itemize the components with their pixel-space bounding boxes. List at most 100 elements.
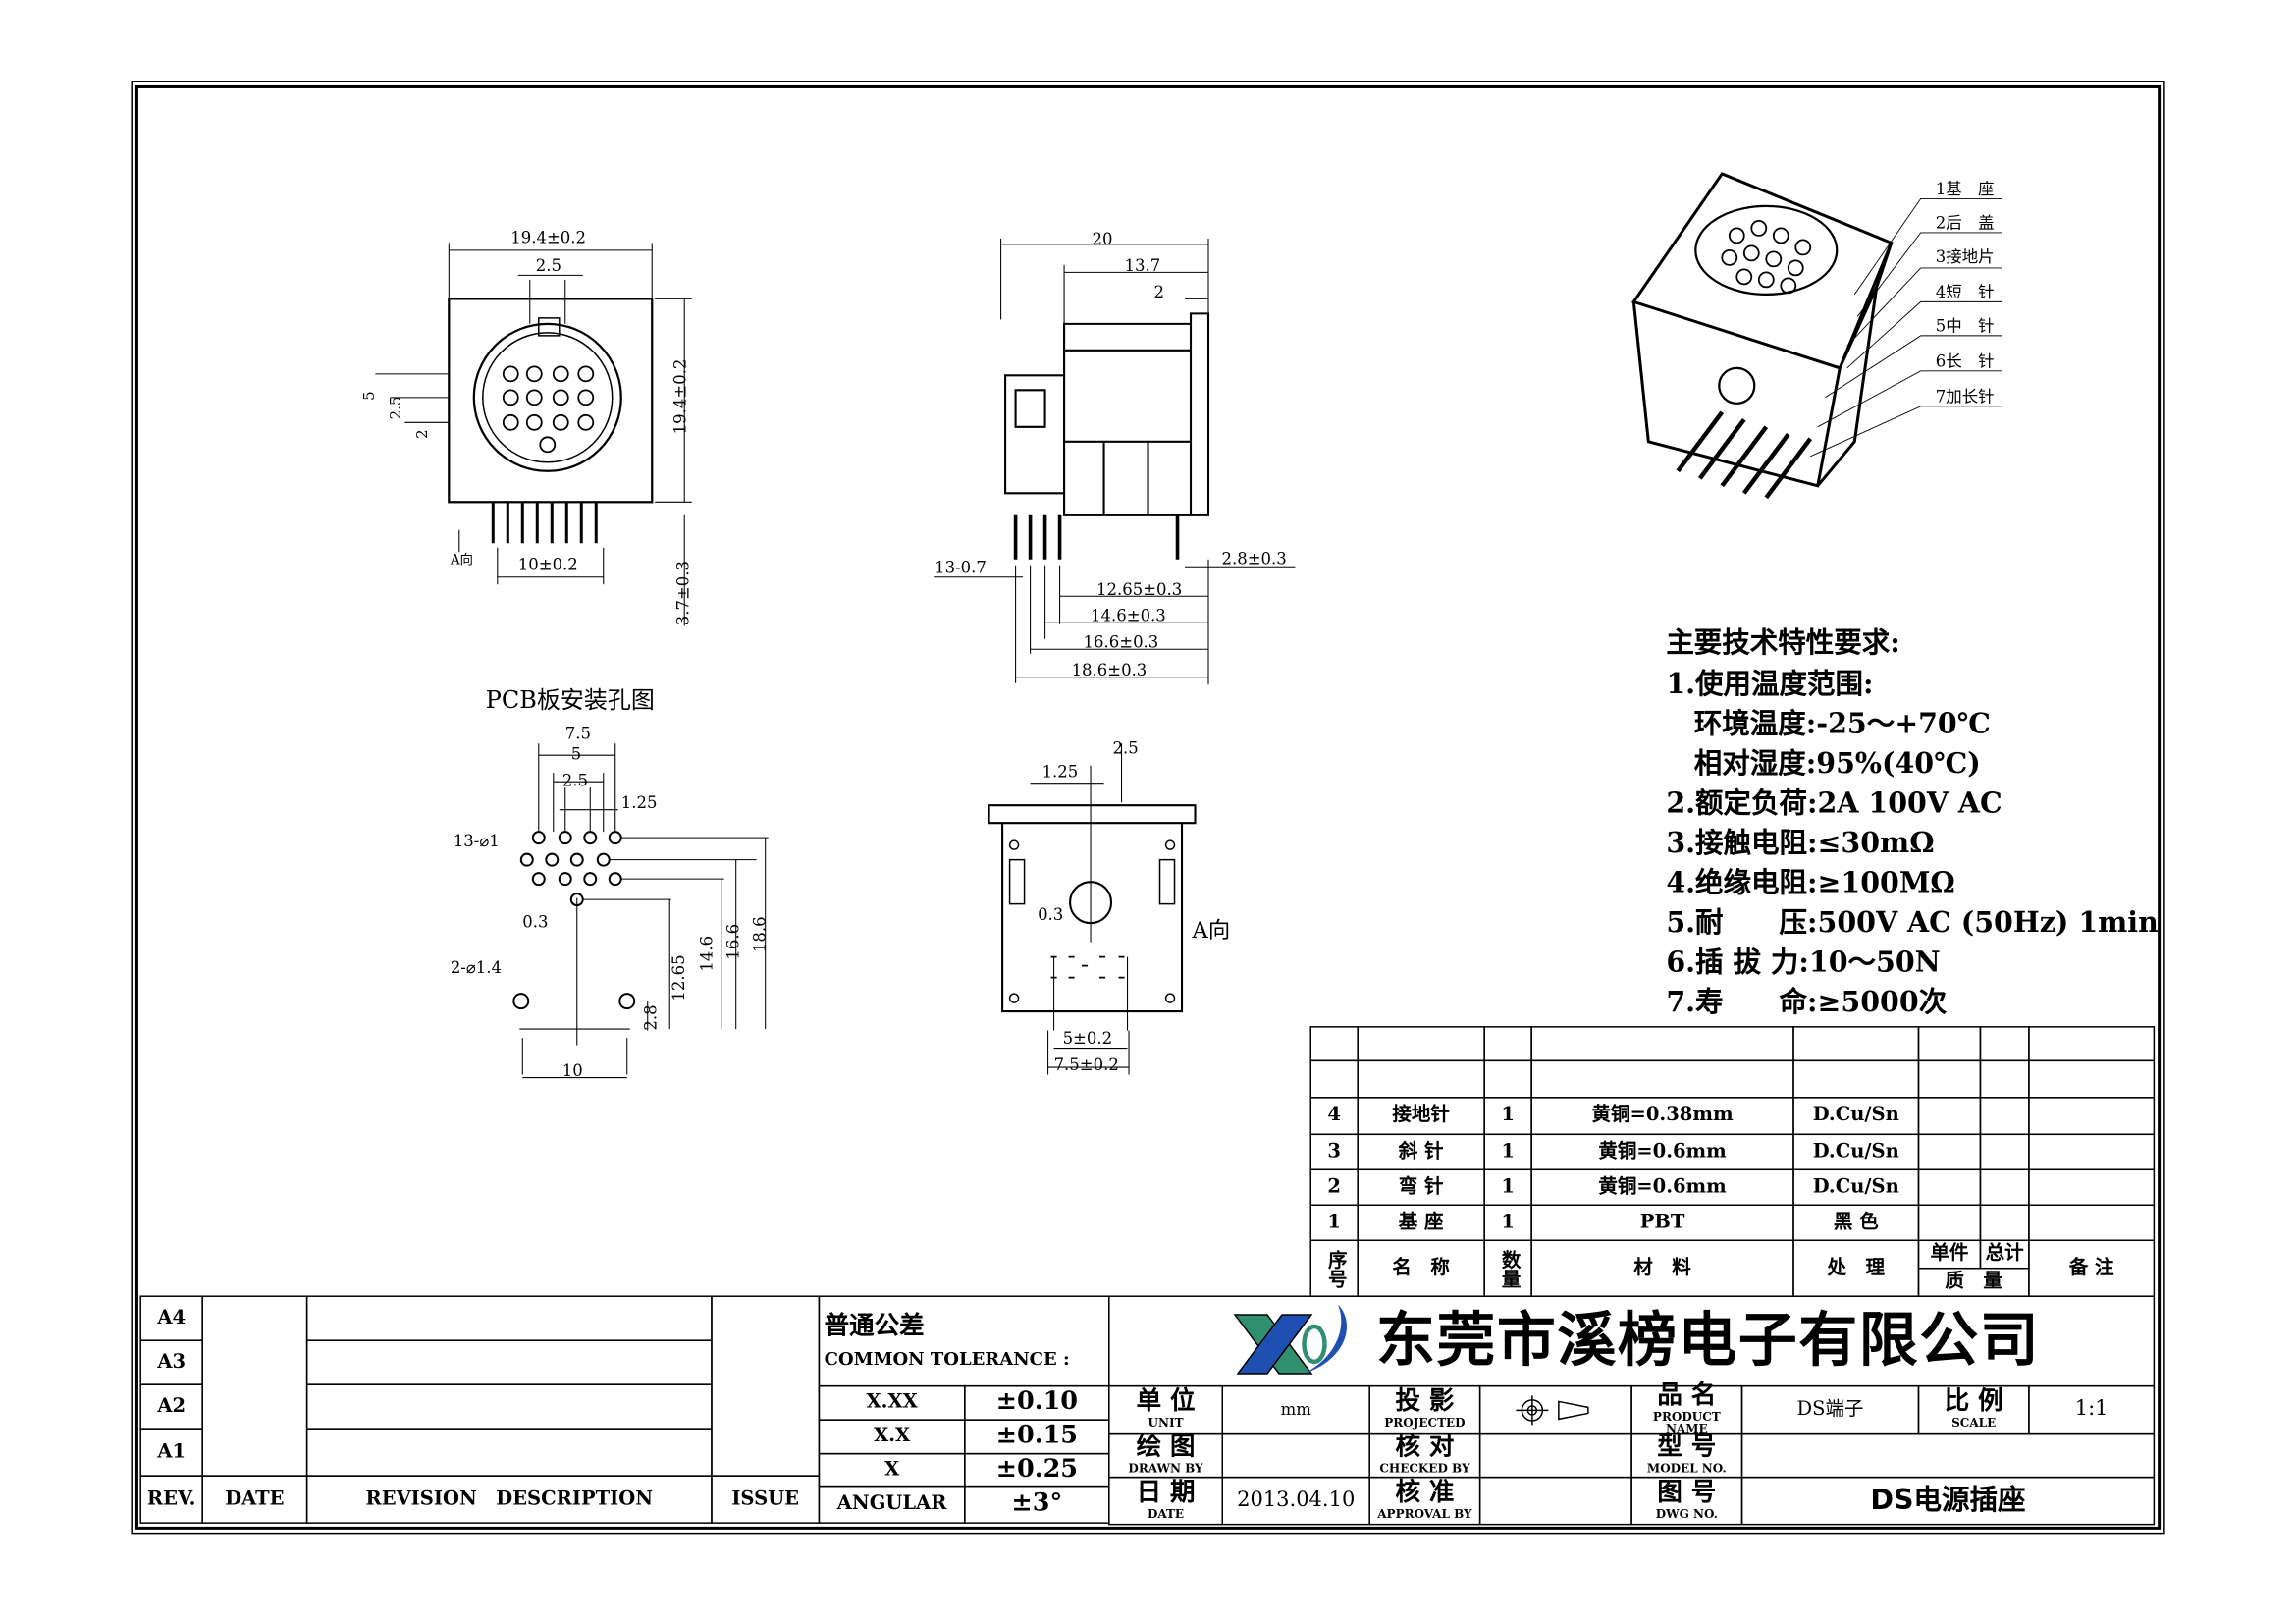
dim: 10 (562, 1061, 583, 1080)
pcb-title: PCB板安装孔图 (486, 686, 655, 714)
pcb-layout: PCB板安装孔图 7.5 5 2.5 1.25 13-⌀1 0.3 2-⌀1.4… (451, 686, 770, 1080)
rev-header: ISSUE (711, 1475, 821, 1524)
bom-empty-cell (2028, 1059, 2156, 1099)
dim-height: 19.4±0.2 (671, 359, 690, 435)
bom-cell: D.Cu/Sn (1792, 1097, 1920, 1136)
callout: 6长 针 (1936, 352, 1995, 370)
model-no-label-en: MODEL NO. (1646, 1460, 1727, 1476)
bom-cell (1979, 1097, 2030, 1136)
bom-cell: 1 (1483, 1204, 1532, 1241)
callout: 2后 盖 (1936, 213, 1995, 232)
tolerance-title: 普通公差 (824, 1311, 925, 1341)
bom-empty-cell (1357, 1026, 1485, 1062)
approval-label-en: APPROVAL BY (1377, 1506, 1472, 1522)
unit-value: mm (1221, 1384, 1370, 1435)
bom-empty-cell (1483, 1059, 1532, 1099)
company-banner: 东莞市溪榜电子有限公司 (1108, 1295, 2156, 1387)
checked-by-label-en: CHECKED BY (1379, 1460, 1470, 1476)
projection-label-cn: 投 影 (1395, 1386, 1455, 1417)
rev-header: REV. (139, 1475, 203, 1524)
dim: 5 (571, 745, 582, 764)
dim: 0.3 (522, 913, 548, 932)
dim-left: 5 (360, 391, 378, 401)
projection-symbol (1478, 1384, 1632, 1435)
spec-line: 环境温度:-25～+70℃ (1666, 708, 1991, 741)
dwg-no-value: DS电源插座 (1740, 1476, 2156, 1526)
bom-cell (1917, 1168, 1982, 1207)
dim: 2 (1154, 283, 1165, 301)
dwg-no-label-en: DWG NO. (1655, 1506, 1718, 1522)
bom-empty-cell (1917, 1026, 1982, 1062)
bom-header: 材 料 (1530, 1239, 1794, 1297)
dwg-no-label-cn: 图 号 (1657, 1478, 1717, 1508)
bom-cell (1979, 1204, 2030, 1241)
iso-callouts: 1基 座 2后 盖 3接地片 4短 针 5中 针 6长 针 7加长针 (1936, 180, 1995, 406)
unit-label-en: UNIT (1148, 1415, 1184, 1431)
approval-label-cn: 核 准 (1395, 1478, 1455, 1508)
dim: 13-0.7 (934, 558, 987, 576)
spec-title: 主要技术特性要求: (1666, 626, 1900, 660)
bom-empty-cell (1917, 1059, 1982, 1099)
drawn-by-value (1221, 1432, 1370, 1479)
dim: 2.8 (642, 1004, 661, 1030)
spec-line: 5.耐 压:500V AC (50Hz) 1min (1666, 906, 2159, 940)
bom-cell: 1 (1483, 1097, 1532, 1136)
a-view: 2.5 1.25 0.3 A向 5±0.2 7.5±0.2 (988, 739, 1230, 1075)
product-name-label-cn: 品 名 (1657, 1380, 1717, 1411)
bom-empty-cell (1357, 1059, 1485, 1099)
callout: 3接地片 (1936, 247, 1995, 266)
scale-label-cn: 比 例 (1944, 1386, 2003, 1417)
scale-label-en: SCALE (1951, 1415, 1997, 1431)
bom-empty-cell (1530, 1059, 1794, 1099)
spec-line: 6.插 拔 力:10～50N (1666, 947, 1941, 980)
dim-pin-span: 10±0.2 (518, 555, 578, 573)
dim: 13-⌀1 (454, 832, 500, 850)
tol-key: ANGULAR (818, 1485, 966, 1524)
rev-header: REVISION DESCRIPTION (305, 1475, 713, 1524)
bom-cell (1917, 1097, 1982, 1136)
checked-by-value (1478, 1432, 1632, 1479)
dim: 2.8±0.3 (1222, 549, 1287, 568)
bom-empty-cell (1792, 1026, 1920, 1062)
spec-line: 7.寿 命:≥5000次 (1666, 986, 1948, 1019)
bom-cell: 接地针 (1357, 1097, 1485, 1136)
bom-header: 质 量 (1917, 1267, 2030, 1297)
bom-cell: 基 座 (1357, 1204, 1485, 1241)
dim: 14.6±0.3 (1091, 607, 1166, 625)
dim: 20 (1093, 230, 1113, 248)
tol-value: ±0.15 (964, 1419, 1110, 1455)
bom-empty-cell (1309, 1059, 1359, 1099)
bom-cell (2028, 1133, 2156, 1171)
bom-cell: 黑 色 (1792, 1204, 1920, 1241)
bom-cell (1979, 1133, 2030, 1171)
rev-label: A2 (139, 1383, 203, 1430)
bom-cell: 黄铜=0.6mm (1530, 1133, 1794, 1171)
dim: 12.65±0.3 (1096, 580, 1182, 599)
dim: 7.5 (565, 725, 591, 743)
spec-line: 3.接触电阻:≤30mΩ (1666, 827, 1935, 860)
bom-cell (1917, 1133, 1982, 1171)
dim: 2.5 (1113, 739, 1139, 758)
bom-header: 单件 (1917, 1239, 1982, 1270)
dim: 18.6±0.3 (1072, 661, 1148, 679)
product-name-value: DS端子 (1740, 1384, 1920, 1435)
bom-header: 名 称 (1357, 1239, 1485, 1297)
callout: 1基 座 (1936, 180, 1995, 198)
rev-date-col (201, 1295, 308, 1477)
drawn-by-label-cn: 绘 图 (1136, 1433, 1196, 1463)
rev-issue-col (711, 1295, 821, 1477)
spec-line: 相对湿度:95%(40℃) (1666, 747, 1981, 781)
front-view: 19.4±0.2 2.5 19.4±0.2 5 2.5 2 10±0.2 3.7… (360, 228, 693, 626)
spec-line: 4.绝缘电阻:≥100MΩ (1666, 867, 1955, 900)
callout: 7加长针 (1936, 387, 1995, 406)
model-no-label-cn: 型 号 (1657, 1433, 1717, 1463)
rev-desc (305, 1295, 713, 1341)
bom-cell: 斜 针 (1357, 1133, 1485, 1171)
tol-key: X.X (818, 1419, 966, 1455)
